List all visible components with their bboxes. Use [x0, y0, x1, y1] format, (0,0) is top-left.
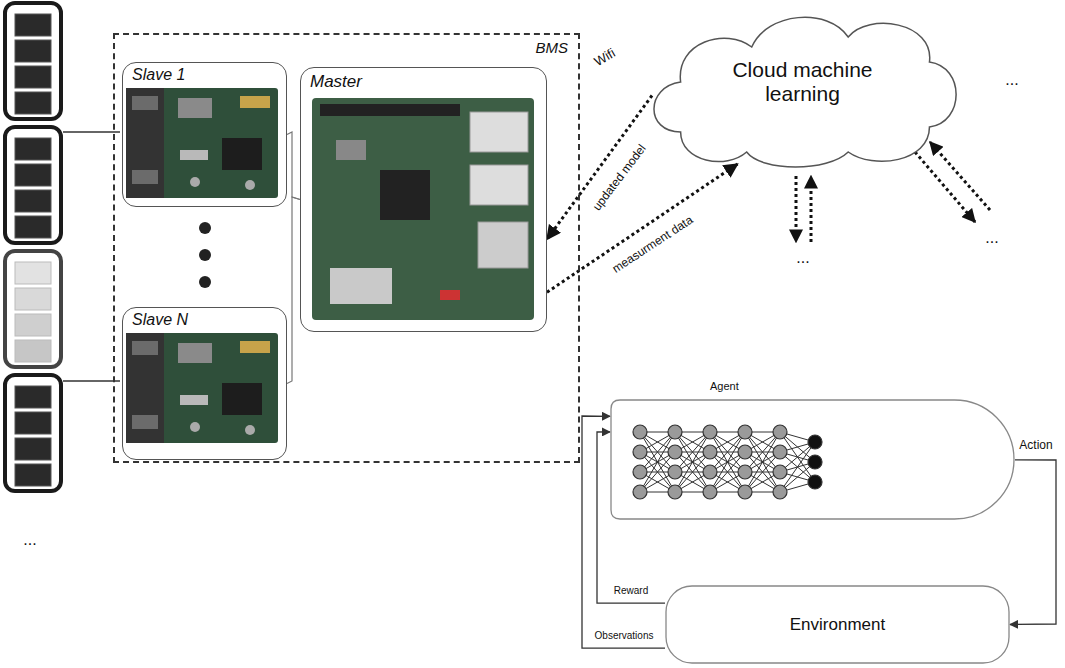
node-title: Cloud machine learning: [708, 58, 898, 106]
edge-label: Action: [1017, 439, 1054, 453]
flow-arrow: [597, 432, 665, 603]
node-title: BMS: [535, 39, 568, 56]
slave-box: Slave N: [122, 307, 287, 460]
bms-group: BMS Slave 1 Slave N Master: [113, 33, 580, 463]
edge-label: Observations: [593, 630, 656, 642]
agent-outline: [610, 378, 1015, 520]
flow-arrow: [547, 164, 738, 292]
edge-label: measurment data: [609, 212, 698, 277]
flow-arrow: [1010, 460, 1056, 625]
master-board-photo: [312, 98, 534, 320]
ellipsis: ...: [794, 249, 811, 267]
ellipsis-dots: [199, 222, 211, 288]
environment-box: Environment: [665, 585, 1010, 664]
battery-wire: [63, 132, 120, 381]
node-title: Agent: [710, 380, 739, 393]
battery-stack: [5, 3, 61, 491]
neural-network: [633, 425, 822, 499]
cloud-shape: Cloud machine learning: [640, 2, 965, 172]
bus-wire: [287, 197, 300, 384]
ellipsis: ...: [983, 229, 1000, 247]
node-title: Environment: [790, 615, 885, 635]
ellipsis: ...: [21, 531, 38, 549]
link-label: Wifi: [590, 45, 620, 71]
ellipsis: ...: [1003, 71, 1020, 89]
edge-label: updated model: [589, 141, 650, 216]
slave-board-photo: [126, 88, 278, 443]
slave-box: Slave 1: [122, 62, 287, 207]
master-box: Master: [300, 67, 547, 332]
node-title: Master: [310, 72, 362, 92]
node-title: Slave N: [132, 311, 188, 329]
agent-box: Agent: [610, 378, 1015, 520]
bus-wire: [287, 132, 300, 200]
node-title: Slave 1: [132, 66, 185, 84]
flow-arrow: [547, 96, 652, 240]
flow-arrow: [582, 416, 665, 648]
edge-label: Reward: [612, 585, 650, 597]
